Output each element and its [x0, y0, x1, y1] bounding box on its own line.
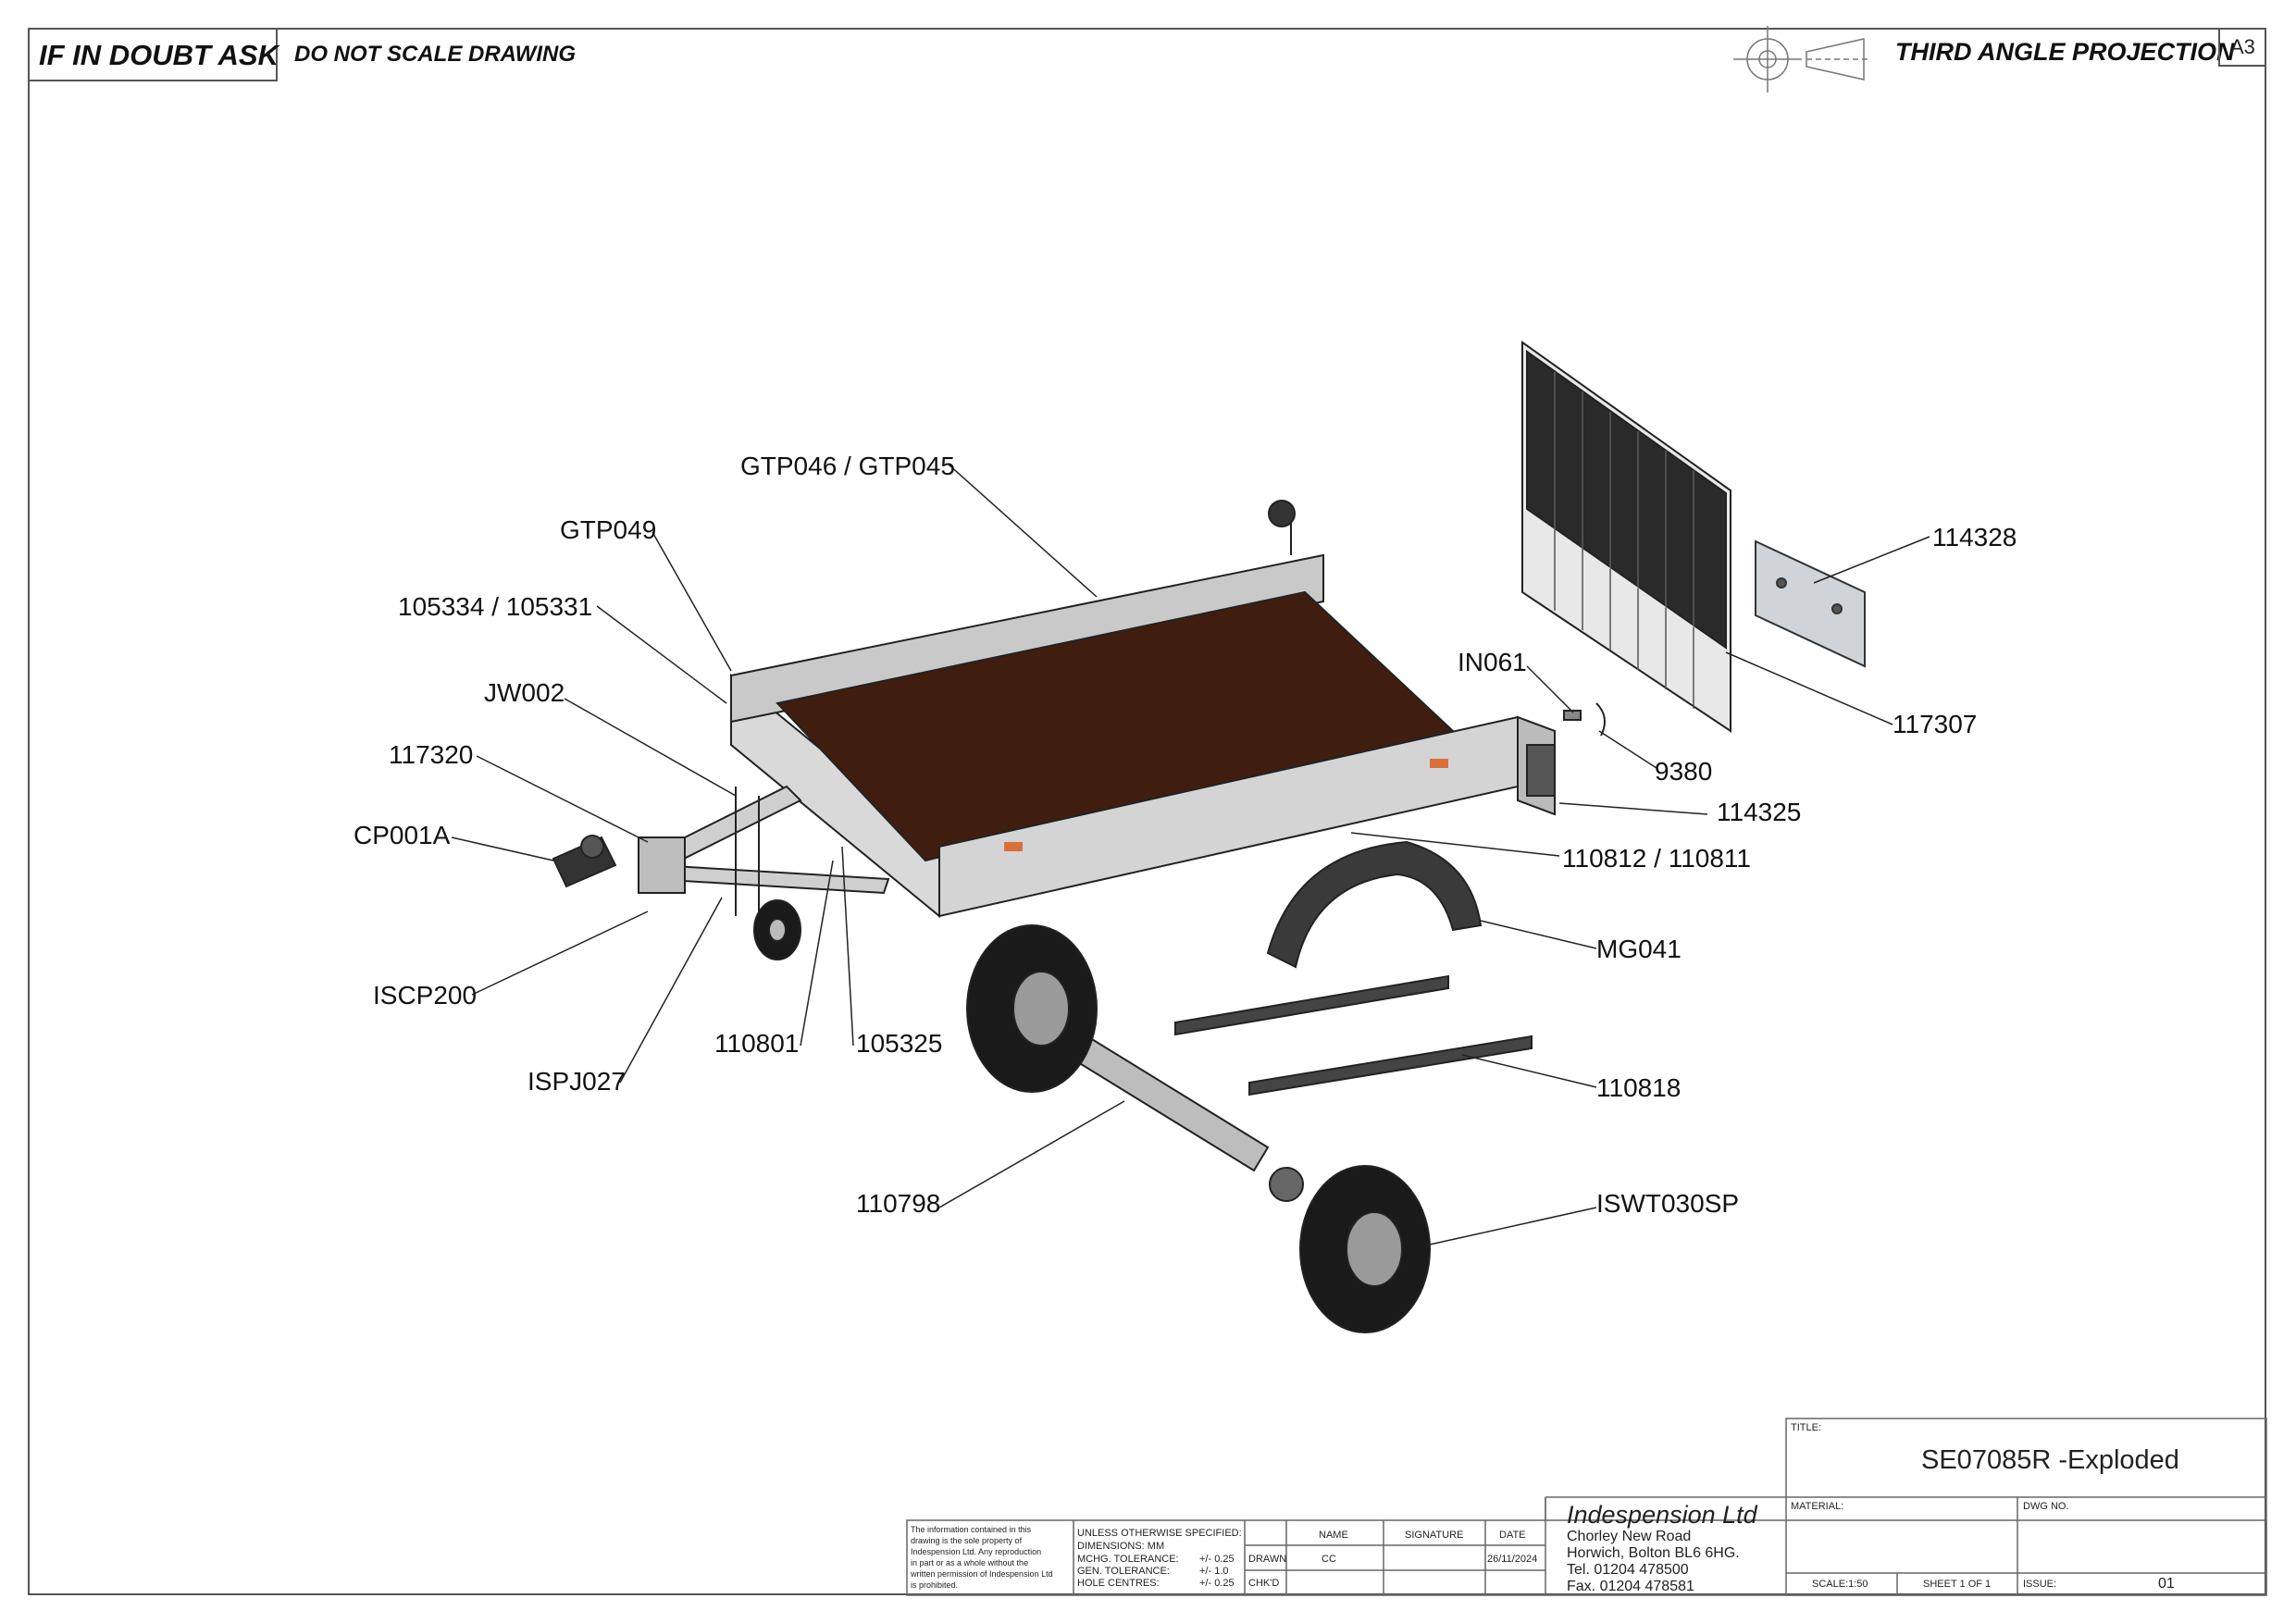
callout-114328: 114328 [1932, 523, 2017, 551]
callout-iscp200: ISCP200 [373, 981, 478, 1010]
issue-label: ISSUE: [2023, 1579, 2057, 1590]
projection-label: THIRD ANGLE PROJECTION [1895, 38, 2235, 66]
number-plate-bracket [1755, 539, 1866, 668]
callout-iswt030sp: ISWT030SP [1596, 1189, 1740, 1218]
callout-gtp046-gtp045: GTP046 / GTP045 [740, 452, 955, 480]
sheet-size: A3 [2230, 35, 2255, 58]
checked-label: CHK'D [1248, 1578, 1280, 1589]
callout-114325: 114325 [1717, 798, 1802, 826]
tolerance-heading: UNLESS OTHERWISE SPECIFIED: [1077, 1528, 1242, 1539]
callout-in061: IN061 [1458, 648, 1527, 676]
mudguard [1266, 840, 1483, 969]
address-line-4: Fax. 01204 478581 [1567, 1579, 1694, 1594]
callout-117307: 117307 [1893, 710, 1978, 738]
name-header: NAME [1319, 1530, 1348, 1541]
scale-value: SCALE:1:50 [1812, 1579, 1868, 1590]
warning-box [28, 28, 278, 81]
address-line-2: Horwich, Bolton BL6 6HG. [1567, 1545, 1740, 1561]
title-label: TITLE: [1791, 1422, 1822, 1433]
disclaimer-line-3: Indespension Ltd. Any reproduction [911, 1547, 1042, 1556]
disclaimer-line-2: drawing is the sole property of [911, 1536, 1023, 1545]
callout-mg041: MG041 [1596, 935, 1682, 963]
callout-110818: 110818 [1596, 1073, 1682, 1102]
drawing-frame [28, 28, 2266, 1595]
scale-note: DO NOT SCALE DRAWING [294, 42, 576, 67]
tolerance-row-1-value: +/- 0.25 [1199, 1554, 1235, 1565]
rear-ramp-gate [1521, 341, 1731, 733]
trailer-body [730, 500, 1556, 919]
road-wheels [966, 924, 1431, 1333]
disclaimer-line-5: written permission of Indespension Ltd [911, 1569, 1053, 1579]
tolerance-row-2-value: +/- 1.0 [1199, 1566, 1229, 1577]
coupling-head [552, 835, 617, 888]
tolerance-row-2-label: GEN. TOLERANCE: [1077, 1566, 1170, 1577]
cross-members [1174, 974, 1533, 1096]
sheet-size-box [2218, 28, 2266, 67]
title-block-grid [906, 1418, 2267, 1596]
callout-105334-105331: 105334 / 105331 [398, 592, 593, 621]
drawn-date: 26/11/2024 [1487, 1554, 1538, 1565]
tolerance-row-1-label: MCHG. TOLERANCE: [1077, 1554, 1179, 1565]
tolerance-dimensions: DIMENSIONS: MM [1077, 1541, 1165, 1552]
callout-ispj027: ISPJ027 [527, 1067, 626, 1096]
issue-value: 01 [2158, 1576, 2175, 1592]
warning-text: IF IN DOUBT ASK [39, 39, 279, 71]
disclaimer-line-6: is prohibited. [911, 1580, 959, 1590]
tolerance-row-3-value: +/- 0.25 [1199, 1578, 1235, 1589]
drawn-name: CC [1322, 1554, 1336, 1565]
material-label: MATERIAL: [1791, 1501, 1844, 1512]
leader-lines [451, 464, 1930, 1245]
disclaimer-line-4: in part or as a whole without the [911, 1558, 1029, 1567]
drawbar-a-frame [638, 785, 890, 895]
callout-jw002: JW002 [484, 678, 565, 707]
callout-gtp049: GTP049 [560, 515, 657, 544]
drawn-label: DRAWN [1248, 1554, 1287, 1565]
address-line-1: Chorley New Road [1567, 1529, 1692, 1544]
signature-header: SIGNATURE [1405, 1530, 1464, 1541]
callout-110801: 110801 [714, 1029, 800, 1058]
callout-110812-110811: 110812 / 110811 [1562, 844, 1751, 873]
callout-110798: 110798 [856, 1189, 941, 1218]
company-name: Indespension Ltd [1567, 1501, 1757, 1529]
callout-105325: 105325 [856, 1029, 943, 1058]
jockey-wheel [735, 787, 801, 960]
tolerance-row-3-label: HOLE CENTRES: [1077, 1578, 1160, 1589]
sheet-value: SHEET 1 OF 1 [1923, 1579, 1992, 1590]
disclaimer-line-1: The information contained in this [911, 1525, 1032, 1534]
callout-cp001a: CP001A [354, 821, 451, 849]
callout-117320: 117320 [389, 740, 474, 769]
dwg-no-label: DWG NO. [2023, 1501, 2069, 1512]
small-fittings [1563, 702, 1606, 737]
address-line-3: Tel. 01204 478500 [1567, 1562, 1689, 1578]
drawing-title: SE07085R -Exploded [1921, 1445, 2179, 1475]
projection-symbol-icon [1733, 26, 1869, 93]
callout-9380: 9380 [1655, 757, 1713, 786]
date-header: DATE [1499, 1530, 1526, 1541]
